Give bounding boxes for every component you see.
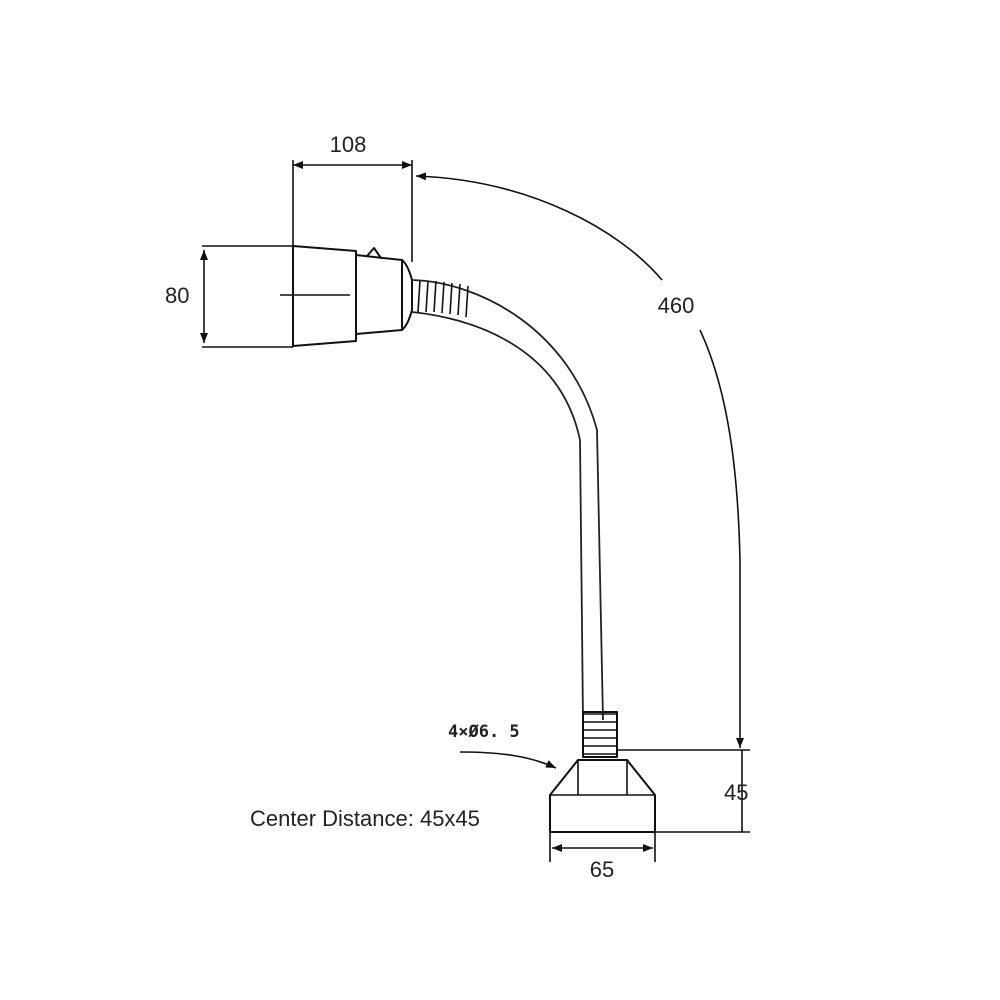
hole-callout: 4×Ø6. 5: [448, 722, 557, 769]
dim-arm-length: 460: [415, 172, 744, 748]
center-distance-note: Center Distance: 45x45: [250, 806, 480, 831]
hose-joint-ribs-bottom: [584, 713, 616, 755]
dim-base-width-label: 65: [590, 857, 614, 882]
dim-head-diameter: 80: [165, 245, 293, 348]
dim-base-width: 65: [549, 832, 656, 882]
dim-base-height: 45: [617, 749, 750, 833]
dim-arm-length-label: 460: [658, 293, 695, 318]
dim-head-length: 108: [292, 132, 413, 262]
hole-note: 4×Ø6. 5: [448, 722, 520, 742]
lamp-head: [280, 245, 413, 347]
mounting-base: [549, 759, 656, 833]
dim-base-height-label: 45: [724, 780, 748, 805]
dim-head-length-label: 108: [330, 132, 367, 157]
gooseneck-hose: [411, 279, 618, 758]
dim-head-diameter-label: 80: [165, 283, 189, 308]
hose-joint-ribs-top: [417, 279, 469, 318]
